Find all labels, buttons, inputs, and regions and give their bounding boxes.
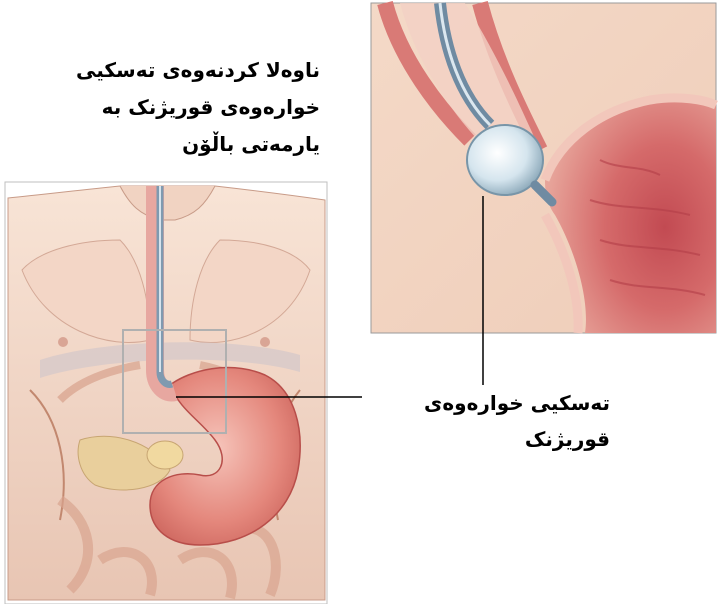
callout-label: تەسکیی خوارەوەی قوریژنک [360,385,610,457]
callout-line-1: تەسکیی خوارەوەی [360,385,610,421]
figure-title: ناوەلا کردنەوەی تەسکیی خوارەوەی قوریژنک … [20,52,320,163]
title-line-2: خوارەوەی قوریژنک بە [20,89,320,126]
gallbladder [147,441,183,469]
title-line-1: ناوەلا کردنەوەی تەسکیی [20,52,320,89]
inset-illustration [371,3,716,333]
title-line-3: یارمەتی باڵۆن [20,126,320,163]
left-nipple [58,337,68,347]
callout-line-2: قوریژنک [360,421,610,457]
torso-illustration [5,182,327,604]
right-nipple [260,337,270,347]
